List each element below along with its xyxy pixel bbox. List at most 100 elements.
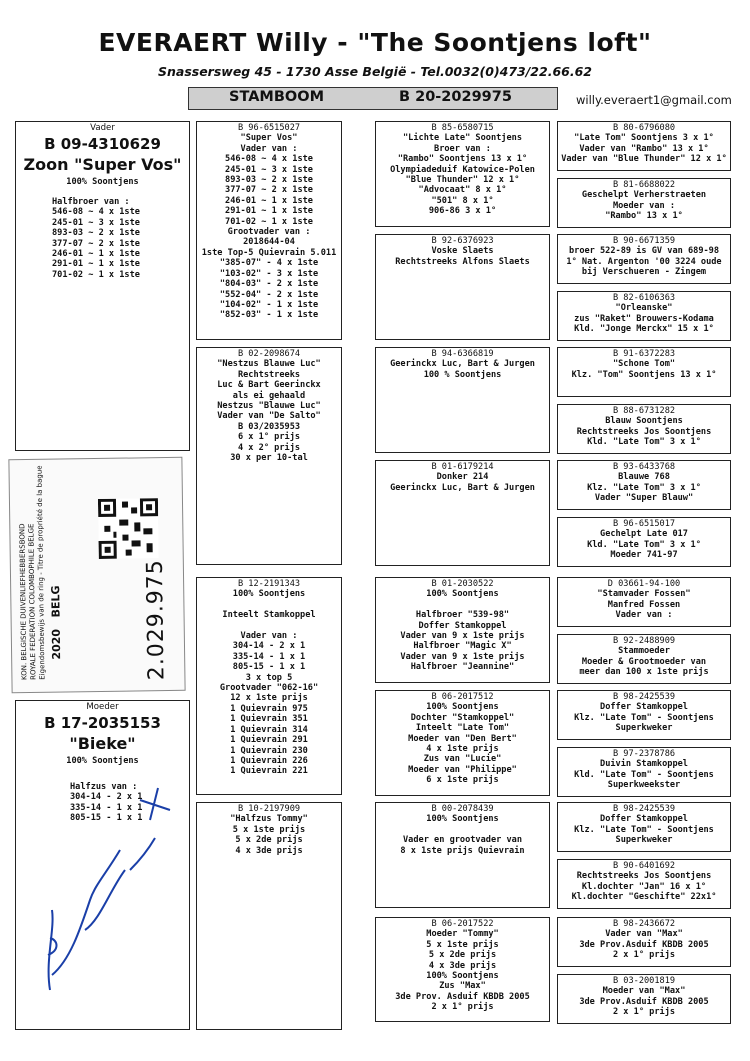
ring-number: B 02-2098674 bbox=[237, 349, 301, 359]
pedigree-line: 100% Soontjens bbox=[232, 589, 306, 600]
pedigree-line: "852-03" - 1 x 1ste bbox=[219, 310, 319, 321]
pedigree-line: 6 x 1ste prijs bbox=[426, 775, 499, 786]
ring-number: B 92-6376923 bbox=[431, 236, 494, 246]
ring-number: B 80-6796080 bbox=[612, 123, 676, 133]
pedigree-line: 1ste Top-5 Quievrain 5.011 bbox=[201, 247, 337, 258]
pedigree-line: Zus "Max" bbox=[439, 981, 486, 992]
pedigree-line: 2018644-04 bbox=[243, 237, 295, 248]
pedigree-line: Vader van : bbox=[240, 143, 298, 154]
pedigree-line: "552-04" - 2 x 1ste bbox=[219, 289, 319, 300]
pedigree-line: Vader van : bbox=[240, 631, 298, 642]
pedigree-line: Kld. "Late Tom" 3 x 1° bbox=[587, 437, 701, 448]
ring-number: B 81-6688022 bbox=[612, 180, 676, 190]
pedigree-line: Kld. "Late Tom" - Soontjens bbox=[574, 769, 714, 780]
pedigree-line: Moeder van "Den Bert" bbox=[408, 733, 517, 744]
ring-number: B 98-2425539 bbox=[612, 692, 676, 702]
address-line: Snassersweg 45 - 1730 Asse België - Tel.… bbox=[157, 64, 592, 79]
pedigree-line: Kld. "Late Tom" 3 x 1° bbox=[587, 539, 701, 550]
pedigree-line: 1 Quievrain 221 bbox=[230, 766, 308, 777]
pedigree-line: meer dan 100 x 1ste prijs bbox=[579, 667, 709, 678]
line: 805-15 - 1 x 1 bbox=[70, 813, 143, 824]
pedigree-line: "Advocaat" 8 x 1° bbox=[418, 185, 507, 196]
ring-number: B 93-6433768 bbox=[612, 462, 676, 472]
pedigree-line: Vader van "Rambo" 13 x 1° bbox=[579, 143, 709, 154]
pedigree-line: Zus van "Lucie" bbox=[423, 754, 502, 765]
pedigree-line: bij Verschueren - Zingem bbox=[581, 267, 707, 278]
pedigree-line: 5 x 2de prijs bbox=[428, 950, 497, 961]
pedigree-line: 893-03 ~ 2 x 1ste bbox=[225, 175, 313, 186]
pedigree-line: 30 x per 10-tal bbox=[230, 453, 308, 464]
pedigree-line: 246-01 ~ 1 x 1ste bbox=[225, 195, 313, 206]
pedigree-line: Halfbroer "Magic X" bbox=[413, 641, 512, 652]
pedigree-line: Vader van : bbox=[615, 610, 673, 621]
vader-box: Vader B 09-4310629 Zoon "Super Vos" 100%… bbox=[15, 121, 190, 451]
ring-number: B 85-6580715 bbox=[431, 123, 494, 133]
ring-number: B 98-2425539 bbox=[612, 804, 676, 814]
pedigree-line: Klz. "Late Tom" - Soontjens bbox=[574, 824, 714, 835]
pedigree-line: broer 522-89 is GV van 689-98 bbox=[568, 246, 720, 257]
pedigree-line: Geschelpt Verherstraeten bbox=[581, 190, 707, 201]
moeder-name: "Bieke" bbox=[69, 734, 136, 753]
card-line: Eigendomsbewijs van de ring - Titre de p… bbox=[35, 465, 47, 680]
ring-number: D 03661-94-100 bbox=[607, 579, 681, 589]
pedigree-line: Moeder 741-97 bbox=[610, 550, 678, 561]
pedigree-line: 245-01 ~ 3 x 1ste bbox=[225, 164, 313, 175]
qr-code-icon bbox=[97, 498, 159, 559]
line: 246-01 ~ 1 x 1ste bbox=[52, 249, 140, 260]
ring-number: B 82-6106363 bbox=[612, 293, 676, 303]
pedigree-line: Doffer Stamkoppel bbox=[418, 620, 507, 631]
pedigree-line: "Nestzus Blauwe Luc" bbox=[217, 359, 321, 370]
pedigree-line: Blauwe 768 bbox=[618, 472, 670, 483]
ring-number: B 94-6366819 bbox=[431, 349, 494, 359]
pedigree-line: "Super Vos" bbox=[240, 133, 298, 144]
pedigree-line: 1° Nat. Argenton '00 3224 oude bbox=[566, 256, 722, 267]
pedigree-line: Doffer Stamkoppel bbox=[600, 814, 688, 825]
pedigree-line: 906-86 3 x 1° bbox=[428, 206, 497, 217]
pedigree-line: Voske Slaets bbox=[431, 246, 494, 257]
pedigree-line: 3de Prov.Asduif KBDB 2005 bbox=[579, 939, 709, 950]
pedigree-line: 100 % Soontjens bbox=[423, 369, 502, 380]
pedigree-line: Grootvader "062-16" bbox=[219, 683, 319, 694]
ring-card-issuer: KON. BELGISCHE DUIVENLIEFHEBBERSBOND ROY… bbox=[17, 465, 47, 680]
pedigree-line: Klz. "Late Tom" - Soontjens bbox=[574, 712, 714, 723]
moeder-ring: B 17-2035153 bbox=[44, 714, 161, 732]
pedigree-line: Duivin Stamkoppel bbox=[600, 759, 688, 770]
moeder-head: Moeder bbox=[86, 702, 119, 712]
stamboom-label: STAMBOOM bbox=[229, 89, 324, 105]
pedigree-line: Gechelpt Late 017 bbox=[600, 529, 688, 540]
pedigree-line: "385-07" - 4 x 1ste bbox=[219, 258, 319, 269]
pedigree-line: Broer van : bbox=[434, 143, 491, 154]
pedigree-line: Rechtstreeks Alfons Slaets bbox=[395, 256, 530, 267]
pedigree-line: Rechtstreeks bbox=[237, 369, 301, 380]
pedigree-line: "Stamvader Fossen" bbox=[597, 589, 691, 600]
pedigree-line: 1 Quievrain 291 bbox=[230, 735, 308, 746]
pedigree-line: 2 x 1° prijs bbox=[612, 950, 676, 961]
col4-pedigree-box: D 03661-94-100"Stamvader Fossen"Manfred … bbox=[557, 577, 731, 627]
pedigree-line: Moeder "Tommy" bbox=[426, 929, 499, 940]
pedigree-line: 546-08 ~ 4 x 1ste bbox=[225, 154, 313, 165]
pedigree-line: 3de Prov.Asduif KBDB 2005 bbox=[579, 996, 709, 1007]
ring-number: B 06-2017522 bbox=[431, 919, 494, 929]
pedigree-line: Geerinckx Luc, Bart & Jurgen bbox=[390, 482, 535, 493]
line: Halfzus van : bbox=[70, 782, 138, 792]
pedigree-line: Olympiadeduif Katowice-Polen bbox=[390, 164, 535, 175]
pedigree-line: Klz. "Tom" Soontjens 13 x 1° bbox=[571, 369, 717, 380]
pedigree-line: "Orleanske" bbox=[615, 303, 673, 314]
pedigree-line: Vader van 9 x 1ste prijs bbox=[400, 651, 525, 662]
moeder-sub: 100% Soontjens bbox=[66, 756, 139, 766]
pedigree-line: 2 x 1° prijs bbox=[612, 1007, 676, 1018]
pedigree-line: 12 x 1ste prijs bbox=[230, 693, 308, 704]
pedigree-line bbox=[376, 825, 549, 835]
